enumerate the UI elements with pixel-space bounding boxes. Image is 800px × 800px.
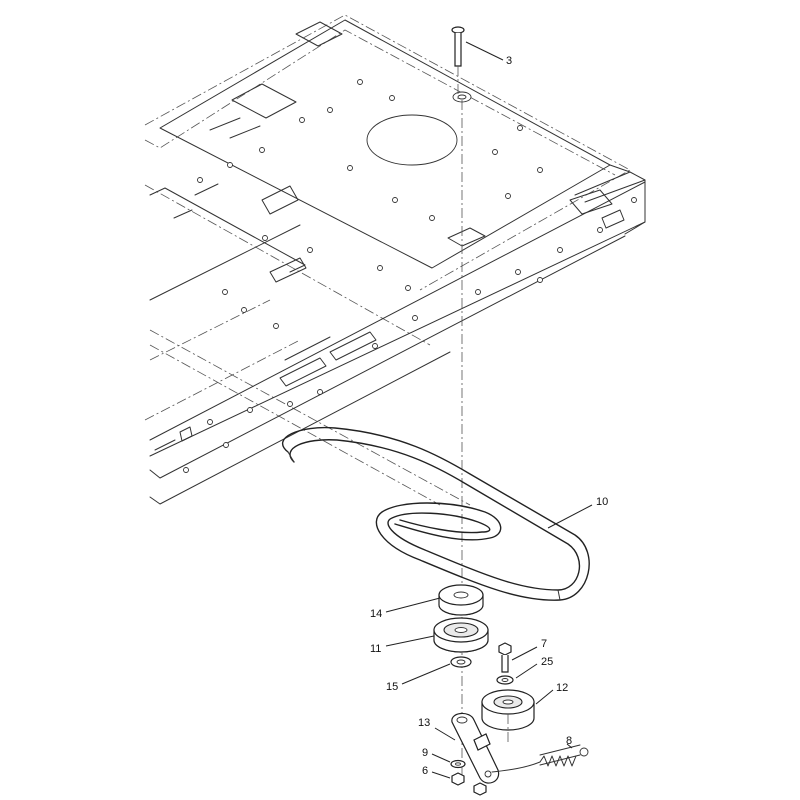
mounting-holes <box>183 79 637 473</box>
clevis-pin <box>451 26 465 100</box>
callout-13: 13 <box>418 717 430 729</box>
callout-11: 11 <box>370 643 381 655</box>
callout-6: 6 <box>422 765 428 777</box>
bolt-7 <box>498 642 512 673</box>
callout-12: 12 <box>556 682 568 694</box>
front-crossmember <box>569 164 646 235</box>
callout-9: 9 <box>422 747 428 759</box>
washer-9 <box>450 759 466 769</box>
washer-25 <box>496 675 514 685</box>
callout-15: 15 <box>386 681 398 693</box>
drive-belt <box>281 426 590 601</box>
idler-arm-13 <box>451 712 500 784</box>
callout-3: 3 <box>506 55 512 67</box>
callouts: 3 10 14 11 7 25 15 12 13 8 9 6 <box>370 55 608 777</box>
grooved-pulley-11 <box>433 617 489 653</box>
spacer-15 <box>450 656 472 668</box>
callout-25: 25 <box>541 656 553 668</box>
top-plate <box>159 19 611 269</box>
nut-6 <box>451 772 465 786</box>
side-rail <box>149 181 646 505</box>
callout-8: 8 <box>566 735 572 747</box>
idler-pulley-12 <box>481 689 535 745</box>
callout-7: 7 <box>541 638 547 650</box>
callout-14: 14 <box>370 608 382 620</box>
callout-10: 10 <box>596 496 608 508</box>
extension-spring-8 <box>491 744 589 773</box>
frame-outline <box>144 14 631 506</box>
nut-bottom <box>473 782 487 796</box>
leader-lines <box>385 41 593 779</box>
left-frame-details <box>149 183 307 301</box>
idler-pulley-14 <box>438 584 484 616</box>
